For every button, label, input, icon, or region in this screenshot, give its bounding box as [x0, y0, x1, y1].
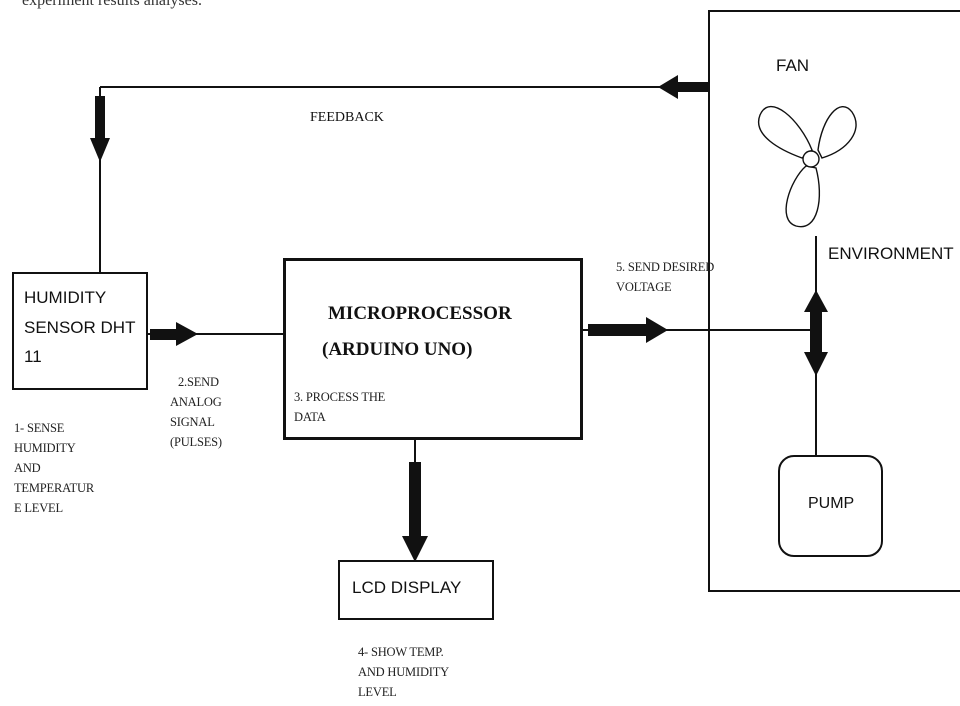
feedback-down-arrow [90, 96, 110, 162]
feedback-arrow [658, 75, 708, 99]
show-label-line1: 4- SHOW TEMP. [358, 645, 444, 659]
fan-label: FAN [776, 56, 810, 75]
signal-label-line1: 2.SEND [178, 375, 219, 389]
signal-label-line3: SIGNAL [170, 415, 215, 429]
process-label-line1: 3. PROCESS THE [294, 390, 386, 404]
sense-label-line5: E LEVEL [14, 501, 63, 515]
voltage-label-line1: 5. SEND DESIRED [616, 260, 715, 274]
environment-label: ENVIRONMENT [828, 244, 954, 263]
voltage-arrow [588, 317, 668, 343]
signal-label-line4: (PULSES) [170, 435, 222, 449]
environment-boundary [708, 10, 960, 592]
sensor-label-line3: 11 [24, 347, 42, 366]
humidity-sensor-block: HUMIDITY SENSOR DHT 11 [12, 272, 148, 390]
signal-arrow [150, 322, 198, 346]
micro-label-line2: (ARDUINO UNO) [322, 339, 473, 360]
bidirectional-arrow [804, 290, 828, 376]
display-arrow [402, 462, 428, 562]
sense-label-line1: 1- SENSE [14, 421, 65, 435]
sensor-label-line1: HUMIDITY [24, 288, 107, 307]
sense-label-line3: AND [14, 461, 41, 475]
pump-label: PUMP [808, 495, 855, 512]
process-label-line2: DATA [294, 410, 326, 424]
fan-icon [757, 105, 857, 228]
lcd-label: LCD DISPLAY [352, 578, 462, 597]
voltage-label-line2: VOLTAGE [616, 280, 672, 294]
pump-block: PUMP [778, 455, 883, 557]
feedback-label: FEEDBACK [310, 110, 384, 125]
sense-label-line2: HUMIDITY [14, 441, 76, 455]
micro-label-line1: MICROPROCESSOR [328, 303, 512, 324]
show-label-line3: LEVEL [358, 685, 397, 699]
microprocessor-block: MICROPROCESSOR (ARDUINO UNO) 3. PROCESS … [283, 258, 583, 440]
sense-label-line4: TEMPERATUR [14, 481, 94, 495]
lcd-display-block: LCD DISPLAY [338, 560, 494, 620]
top-caption: experiment results analyses. [22, 0, 202, 9]
show-label-line2: AND HUMIDITY [358, 665, 449, 679]
signal-label-line2: ANALOG [170, 395, 222, 409]
sensor-label-line2: SENSOR DHT [24, 318, 136, 337]
